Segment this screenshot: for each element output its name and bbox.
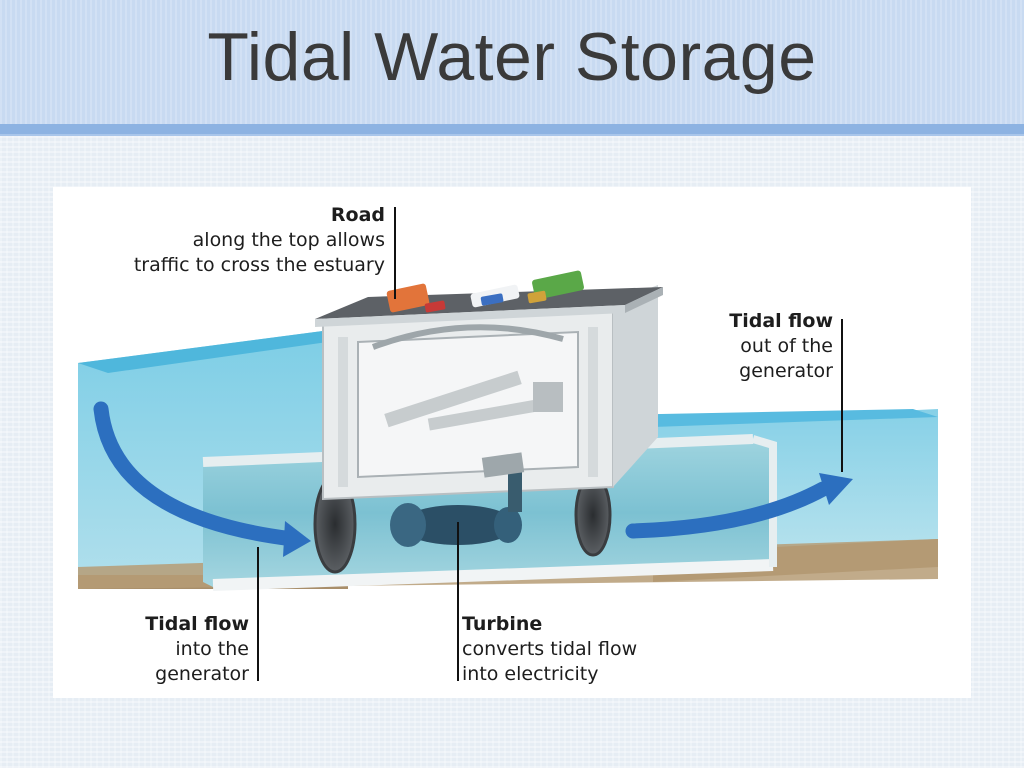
diagram-panel: Road along the top allows traffic to cro… [53, 187, 971, 698]
road-label-head: Road [330, 204, 385, 226]
tidal-in-label: Tidal flow into the generator [145, 612, 249, 687]
tidal-in-label-line2: generator [155, 663, 249, 685]
tidal-out-label-line2: generator [739, 360, 833, 382]
turbine [390, 452, 525, 547]
slide-header [0, 0, 1024, 128]
turbine-label: Turbine converts tidal flow into electri… [462, 612, 637, 687]
inflow-arrow [93, 401, 311, 557]
road-label-line2: traffic to cross the estuary [133, 254, 385, 276]
turbine-label-line1: converts tidal flow [462, 638, 638, 660]
slide-title: Tidal Water Storage [207, 19, 817, 95]
vehicles [386, 270, 584, 313]
tidal-in-label-head: Tidal flow [145, 613, 249, 635]
tidal-barrage-illustration [78, 207, 938, 681]
turbine-label-line2: into electricity [462, 663, 599, 685]
road-label: Road along the top allows traffic to cro… [134, 203, 385, 278]
tidal-out-label-head: Tidal flow [729, 310, 833, 332]
road-label-line1: along the top allows [192, 229, 385, 251]
tidal-out-label-line1: out of the [740, 335, 833, 357]
turbine-label-head: Turbine [462, 613, 543, 635]
barrage-structure [322, 285, 658, 501]
tidal-in-label-line1: into the [175, 638, 249, 660]
outflow-arrow [625, 473, 853, 539]
header-divider [0, 124, 1024, 136]
tidal-out-label: Tidal flow out of the generator [729, 309, 833, 384]
